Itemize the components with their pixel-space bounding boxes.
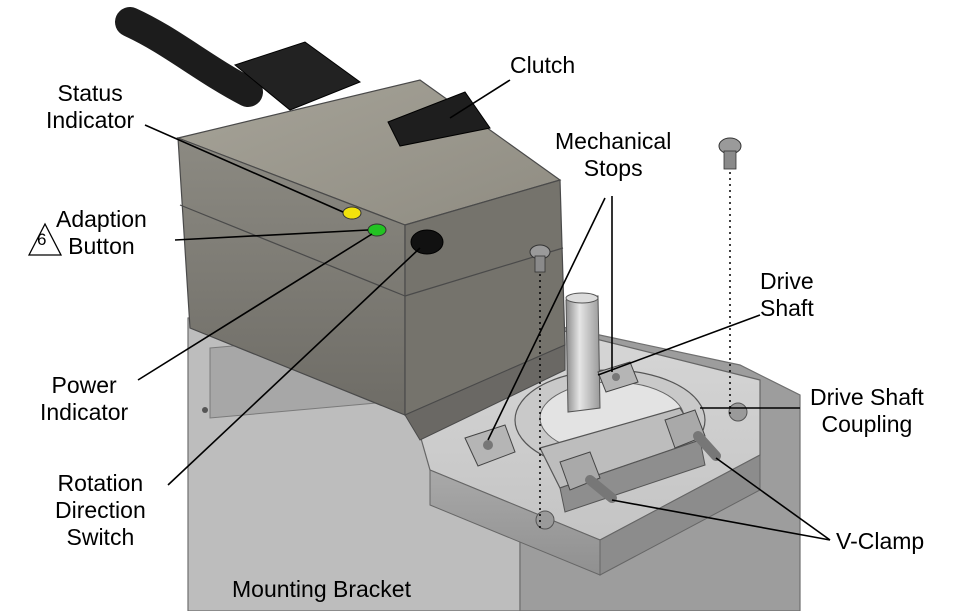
drive-shaft-graphic bbox=[565, 292, 601, 413]
adaption-button-graphic bbox=[410, 229, 444, 255]
label-status-indicator: Status Indicator bbox=[46, 80, 135, 133]
label-adaption-button: Adaption Button bbox=[56, 206, 147, 259]
leader-adaption-button bbox=[174, 229, 369, 241]
label-power-indicator: Power Indicator bbox=[40, 372, 129, 425]
leader-drive-shaft bbox=[597, 314, 761, 376]
mechanical-stop-right bbox=[597, 361, 639, 393]
leader-v-clamp-b bbox=[715, 457, 831, 541]
screw-left bbox=[529, 244, 551, 273]
label-clutch: Clutch bbox=[510, 52, 576, 78]
callout-triangle-icon bbox=[27, 222, 63, 256]
label-drive-shaft-coupling: Drive Shaft Coupling bbox=[810, 384, 924, 437]
clutch-lever bbox=[387, 91, 491, 147]
leader-power-indicator bbox=[137, 233, 373, 381]
callout-number-6: 6 bbox=[37, 230, 47, 249]
label-mechanical-stops: Mechanical Stops bbox=[555, 128, 672, 181]
mechanical-stop-left bbox=[464, 424, 516, 467]
leader-rotation-direction-switch bbox=[167, 247, 421, 486]
leader-status-indicator bbox=[144, 124, 344, 213]
label-v-clamp: V-Clamp bbox=[836, 528, 925, 554]
screw-right bbox=[718, 137, 742, 170]
leader-v-clamp-a bbox=[611, 499, 831, 541]
label-drive-shaft: Drive Shaft bbox=[760, 268, 814, 321]
label-mounting-bracket: Mounting Bracket bbox=[232, 576, 411, 602]
power-cable bbox=[115, 7, 362, 111]
leader-lines bbox=[137, 79, 831, 541]
leader-mechanical-stops-b bbox=[487, 197, 606, 441]
leader-clutch bbox=[449, 79, 511, 119]
label-rotation-direction-switch: Rotation Direction Switch bbox=[55, 470, 146, 550]
status-led bbox=[342, 206, 362, 220]
